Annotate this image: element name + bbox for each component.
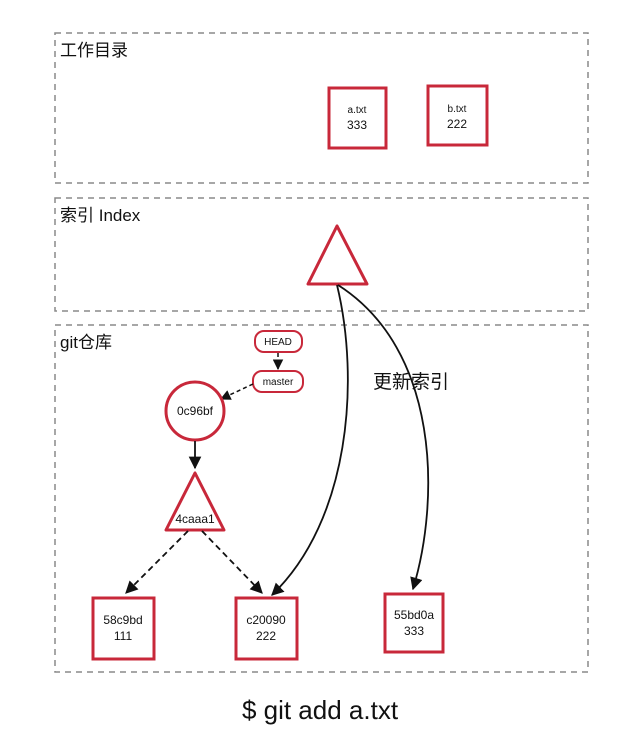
blob-c20090-value: 222 <box>256 629 276 643</box>
arrow-index-to-55bd0a <box>337 284 430 591</box>
working-file-a-value: 333 <box>347 118 367 132</box>
working-dir-label: 工作目录 <box>60 41 128 60</box>
blob-55bd0a-value: 333 <box>404 624 424 638</box>
working-file-b: b.txt 222 <box>426 84 489 147</box>
index-tree-triangle <box>306 224 369 286</box>
working-file-b-name: b.txt <box>448 104 467 115</box>
update-index-label: 更新索引 <box>373 371 449 393</box>
arrow-index-to-c20090 <box>271 284 349 596</box>
head-ref-label: HEAD <box>264 337 292 348</box>
blob-58c9bd-hash: 58c9bd <box>103 613 142 627</box>
commit-hash: 0c96bf <box>177 404 214 418</box>
blob-55bd0a-hash: 55bd0a <box>394 608 434 622</box>
working-dir-zone <box>54 32 589 184</box>
working-file-a: a.txt 333 <box>327 86 388 150</box>
arrow-master-to-commit <box>220 383 254 400</box>
tree-hash: 4caaa1 <box>175 512 215 526</box>
commit-node <box>164 380 226 442</box>
command-caption: $ git add a.txt <box>242 695 399 725</box>
working-file-a-name: a.txt <box>348 105 367 116</box>
arrow-tree-to-c20090 <box>201 530 263 594</box>
blob-58c9bd-value: 111 <box>114 629 133 643</box>
head-ref <box>254 330 303 353</box>
blob-c20090-hash: c20090 <box>246 613 286 627</box>
index-zone <box>54 197 589 312</box>
tree-node <box>164 471 226 532</box>
index-label: 索引 Index <box>60 206 141 225</box>
blob-55bd0a: 55bd0a 333 <box>383 592 445 654</box>
working-file-b-value: 222 <box>447 117 467 131</box>
blob-58c9bd: 58c9bd 111 <box>91 596 156 661</box>
master-ref <box>252 370 304 393</box>
repo-zone <box>54 324 589 673</box>
blob-c20090: c20090 222 <box>234 596 299 661</box>
arrow-tree-to-58c9bd <box>125 530 189 594</box>
master-ref-label: master <box>263 377 294 388</box>
repo-label: git仓库 <box>60 333 112 352</box>
